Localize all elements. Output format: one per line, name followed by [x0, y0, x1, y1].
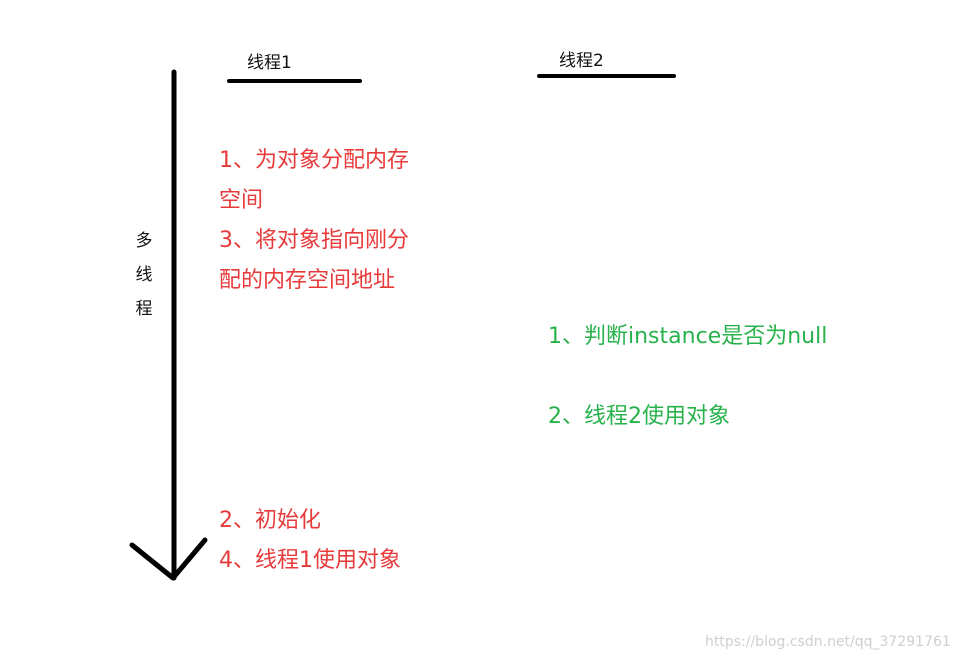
thread1-step1-line1: 1、为对象分配内存 — [219, 148, 409, 173]
thread2-header: 线程2 — [559, 51, 604, 71]
thread2-step1: 1、判断instance是否为null — [548, 324, 828, 349]
timeline-arrowhead — [129, 537, 208, 581]
timeline-label: 多线程 — [135, 231, 153, 319]
thread1-header: 线程1 — [247, 53, 292, 73]
thread2-step2: 2、线程2使用对象 — [548, 404, 730, 429]
thread1-step1-line2: 空间 — [219, 188, 264, 213]
watermark: https://blog.csdn.net/qq_37291761 — [705, 634, 951, 650]
thread1-step3-line2: 配的内存空间地址 — [219, 268, 396, 293]
thread1-step3-line1: 3、将对象指向刚分 — [219, 228, 409, 253]
thread1-step4: 4、线程1使用对象 — [219, 548, 401, 573]
thread1-step2: 2、初始化 — [219, 508, 321, 533]
